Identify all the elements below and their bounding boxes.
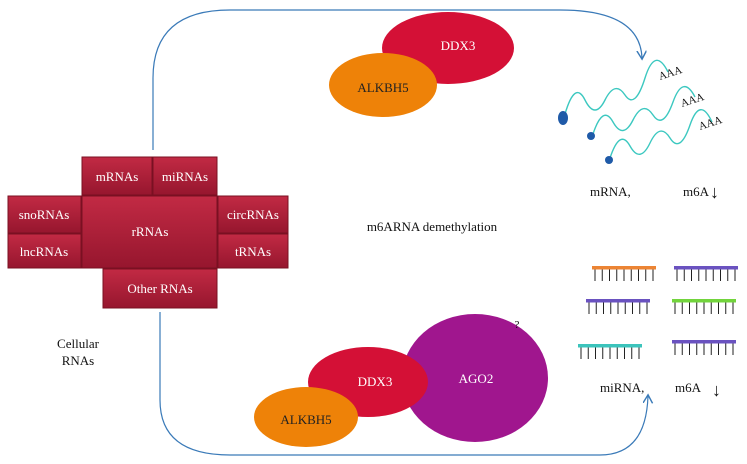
cellular-rna-blocks: mRNAs miRNAs snoRNAs rRNAs circRNAs lncR… (7, 156, 289, 309)
mirna-strand-bar (586, 299, 650, 303)
label-trnas: tRNAs (235, 244, 271, 259)
bottom-alkbh5-ellipse (254, 387, 358, 447)
block-lncrnas (7, 233, 82, 269)
bottom-complex: AGO2 DDX3 ALKBH5 ? (254, 314, 548, 447)
mirna-m6a-label: m6A (675, 380, 702, 395)
cap-icon-3 (605, 156, 613, 164)
bottom-ago2-ellipse (402, 314, 548, 442)
block-circrnas (217, 195, 289, 234)
label-lncrnas: lncRNAs (20, 244, 68, 259)
mirna-duplex-6 (672, 340, 736, 355)
polya-label-2: AAA (679, 91, 705, 110)
mrna-strand-3 (609, 109, 713, 159)
mirna-strands (578, 266, 738, 359)
cap-icon-2 (587, 132, 595, 140)
label-snornas: snoRNAs (19, 207, 70, 222)
bottom-ago2-label: AGO2 (459, 371, 494, 386)
bottom-ddx3-label: DDX3 (358, 374, 393, 389)
mrna-strand-2 (592, 86, 696, 135)
mrna-down-arrow-icon: ↓ (710, 182, 719, 202)
top-alkbh5-label: ALKBH5 (357, 80, 408, 95)
mirna-duplex-5 (578, 344, 642, 359)
cellular-label-line1: Cellular (57, 336, 100, 351)
block-trnas (217, 233, 289, 269)
mrna-m6a-label: m6A (683, 184, 710, 199)
mirna-strand-bar (592, 266, 656, 270)
label-mirnas: miRNAs (162, 169, 208, 184)
label-rrnas: rRNAs (132, 224, 169, 239)
center-label: m6ARNA demethylation (367, 219, 498, 234)
cellular-label-line2: RNAs (62, 353, 95, 368)
mirna-strand-bar (672, 299, 736, 303)
top-flow-arrow (152, 9, 642, 150)
polya-label-3: AAA (697, 114, 723, 133)
block-mirnas (152, 156, 218, 196)
bottom-flow-arrow (159, 312, 648, 456)
mirna-label: miRNA, (600, 380, 644, 395)
mrna-label: mRNA, (590, 184, 631, 199)
top-ddx3-label: DDX3 (441, 38, 476, 53)
mirna-strand-bar (672, 340, 736, 344)
mirna-down-arrow-icon: ↓ (712, 380, 721, 400)
mirna-strand-bar (578, 344, 642, 348)
top-complex: DDX3 ALKBH5 (329, 12, 514, 117)
label-mrnas: mRNAs (96, 169, 139, 184)
label-circrnas: circRNAs (227, 207, 279, 222)
bottom-alkbh5-label: ALKBH5 (280, 412, 331, 427)
mirna-duplex-3 (586, 299, 650, 314)
label-other-rnas: Other RNAs (127, 281, 192, 296)
mirna-duplex-4 (672, 299, 736, 314)
mirna-duplex-2 (674, 266, 738, 281)
mirna-duplex-1 (592, 266, 656, 281)
top-alkbh5-ellipse (329, 53, 437, 117)
block-snornas (7, 195, 82, 234)
block-mrnas (81, 156, 153, 196)
mrna-panel: AAA AAA AAA mRNA, m6A ↓ (558, 59, 724, 202)
question-mark: ? (515, 319, 520, 331)
polya-label-1: AAA (657, 64, 683, 83)
cap-icon-1 (558, 111, 568, 125)
block-rrnas (81, 195, 218, 269)
mrna-strand-1 (564, 59, 669, 115)
block-other-rnas (102, 268, 218, 309)
mirna-strand-bar (674, 266, 738, 270)
